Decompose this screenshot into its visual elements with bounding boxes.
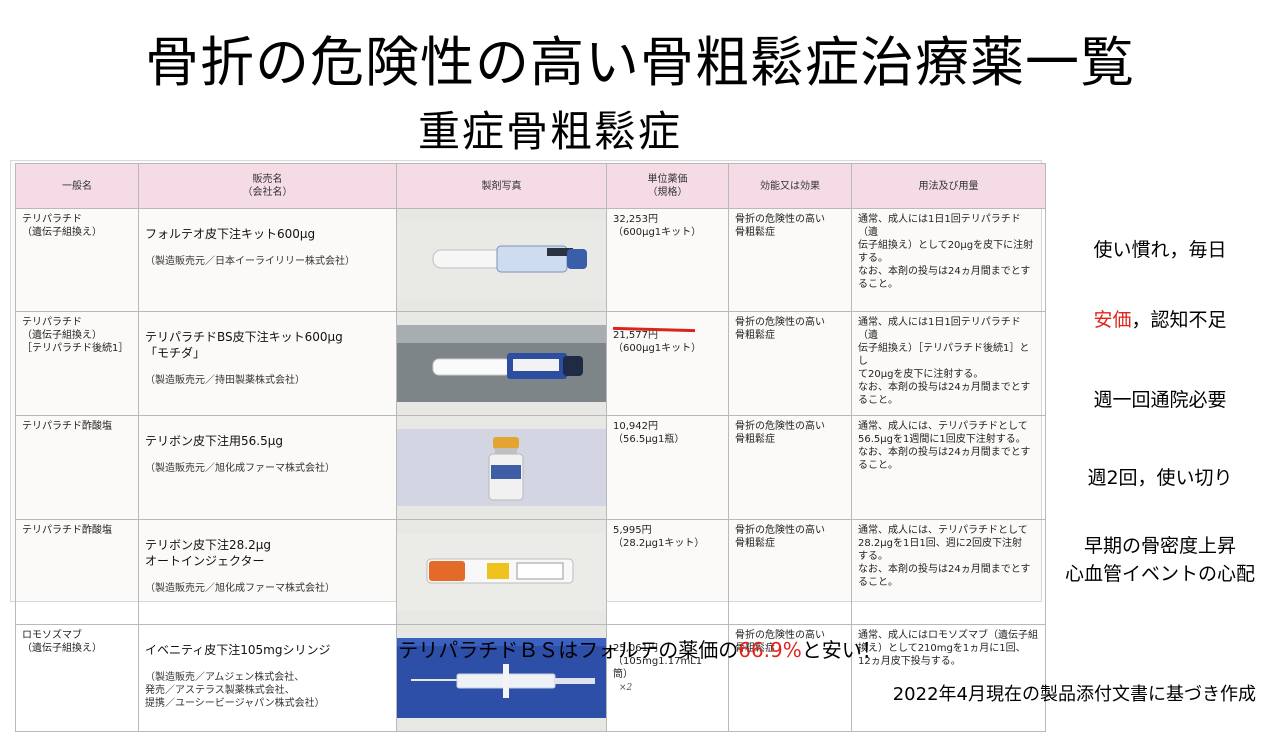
handwritten-note: ×2 bbox=[619, 683, 633, 693]
price-cell: 25,061円 （105mg1.17mL1筒） ×2 bbox=[606, 624, 729, 732]
maker-name: （製造販売元／旭化成ファーマ株式会社） bbox=[145, 583, 335, 594]
bottom-note-prefix: テリパラチドＢＳはフォルテの薬価の bbox=[398, 638, 739, 662]
price-comparison-note: テリパラチドＢＳはフォルテの薬価の66.9%と安い！ bbox=[0, 636, 1280, 664]
maker-name: （製造販売元／旭化成ファーマ株式会社） bbox=[145, 463, 335, 474]
maker-name: （製造販売元／持田製薬株式会社） bbox=[145, 375, 305, 386]
note-text: ，認知不足 bbox=[1131, 309, 1227, 331]
generic-name-cell: テリパラチド （遺伝子組換え） ［テリパラチド後続1］ bbox=[15, 311, 139, 416]
indication-cell: 骨折の危険性の高い 骨粗鬆症 bbox=[728, 415, 852, 520]
price-cell: 21,577円 （600μg1キット） bbox=[606, 311, 729, 416]
maker-name: （製造販売／アムジェン株式会社、 発売／アステラス製薬株式会社、 提携／ユーシー… bbox=[145, 672, 325, 709]
note-teriparatide-bs: 安価，認知不足 bbox=[1046, 306, 1274, 334]
page-subtitle: 重症骨粗鬆症 bbox=[418, 107, 683, 156]
brand-name: テリボン皮下注28.2μg オートインジェクター bbox=[145, 538, 271, 568]
header-indication: 効能又は効果 bbox=[728, 163, 852, 209]
note-teribone-weekly: 週一回通院必要 bbox=[1093, 389, 1227, 411]
brand-name: フォルテオ皮下注キット600μg bbox=[145, 227, 316, 241]
table-row: テリパラチド酢酸塩 テリボン皮下注用56.5μg （製造販売元／旭化成ファーマ株… bbox=[15, 415, 1046, 520]
product-photo-cell bbox=[396, 415, 607, 520]
note-forteo: 使い慣れ，毎日 bbox=[1093, 239, 1227, 261]
note-teribone-auto: 週2回，使い切り bbox=[1087, 467, 1233, 489]
brand-name: イベニティ皮下注105mgシリンジ bbox=[145, 643, 331, 657]
product-photo-cell bbox=[396, 208, 607, 312]
brand-cell: テリボン皮下注用56.5μg （製造販売元／旭化成ファーマ株式会社） bbox=[138, 415, 397, 520]
source-footnote: 2022年4月現在の製品添付文書に基づき作成 bbox=[892, 684, 1256, 705]
dosage-cell: 通常、成人には1日1回テリパラチド（遺 伝子組換え）として20μgを皮下に注射 … bbox=[851, 208, 1046, 312]
product-photo-cell bbox=[396, 624, 607, 732]
syringe-image bbox=[397, 638, 606, 718]
brand-name: テリパラチドBS皮下注キット600μg 「モチダ」 bbox=[145, 330, 343, 360]
table-row: ロモソズマブ （遺伝子組換え） イベニティ皮下注105mgシリンジ （製造販売／… bbox=[15, 624, 1046, 732]
header-price: 単位薬価 （規格） bbox=[606, 163, 729, 209]
indication-cell: 骨折の危険性の高い 骨粗鬆症 bbox=[728, 311, 852, 416]
bottom-note-highlight: 66.9% bbox=[738, 638, 802, 662]
brand-cell: フォルテオ皮下注キット600μg （製造販売元／日本イーライリリー株式会社） bbox=[138, 208, 397, 312]
price-text: 21,577円 （600μg1キット） bbox=[613, 330, 702, 354]
brand-cell: テリボン皮下注28.2μg オートインジェクター （製造販売元／旭化成ファーマ株… bbox=[138, 519, 397, 625]
price-cell: 5,995円 （28.2μg1キット） bbox=[606, 519, 729, 625]
note-evenity: 早期の骨密度上昇 心血管イベントの心配 bbox=[1064, 535, 1255, 585]
price-cell: 32,253円 （600μg1キット） bbox=[606, 208, 729, 312]
product-photo-cell bbox=[396, 519, 607, 625]
generic-name-cell: テリパラチド酢酸塩 bbox=[15, 519, 139, 625]
header-dosage: 用法及び用量 bbox=[851, 163, 1046, 209]
autoinjector-image bbox=[397, 533, 606, 611]
page-title: 骨折の危険性の高い骨粗鬆症治療薬一覧 bbox=[145, 31, 1135, 94]
table-row: テリパラチド （遺伝子組換え） フォルテオ皮下注キット600μg （製造販売元／… bbox=[15, 208, 1046, 312]
bottom-note-suffix: と安い！ bbox=[801, 638, 882, 662]
generic-name-cell: テリパラチド （遺伝子組換え） bbox=[15, 208, 139, 312]
indication-cell: 骨折の危険性の高い 骨粗鬆症 bbox=[728, 519, 852, 625]
generic-name-cell: テリパラチド酢酸塩 bbox=[15, 415, 139, 520]
table-row: テリパラチド （遺伝子組換え） ［テリパラチド後続1］ テリパラチドBS皮下注キ… bbox=[15, 311, 1046, 416]
brand-cell: テリパラチドBS皮下注キット600μg 「モチダ」 （製造販売元／持田製薬株式会… bbox=[138, 311, 397, 416]
table-row: テリパラチド酢酸塩 テリボン皮下注28.2μg オートインジェクター （製造販売… bbox=[15, 519, 1046, 625]
dosage-cell: 通常、成人には1日1回テリパラチド（遺 伝子組換え）［テリパラチド後続1］とし … bbox=[851, 311, 1046, 416]
maker-name: （製造販売元／日本イーライリリー株式会社） bbox=[145, 256, 355, 267]
pen-injector-image bbox=[397, 325, 606, 402]
header-photo: 製剤写真 bbox=[396, 163, 607, 209]
dosage-cell: 通常、成人には、テリパラチドとして 28.2μgを1日1回、週に2回皮下注射 す… bbox=[851, 519, 1046, 625]
brand-cell: イベニティ皮下注105mgシリンジ （製造販売／アムジェン株式会社、 発売／アス… bbox=[138, 624, 397, 732]
note-highlight: 安価 bbox=[1093, 309, 1132, 331]
price-cell: 10,942円 （56.5μg1瓶） bbox=[606, 415, 729, 520]
scanned-drug-table: 一般名 販売名 （会社名） 製剤写真 単位薬価 （規格） 効能又は効果 用法及び… bbox=[10, 160, 1046, 732]
indication-cell: 骨折の危険性の高い 骨粗鬆症 bbox=[728, 208, 852, 312]
price-text: 25,061円 （105mg1.17mL1筒） bbox=[613, 643, 703, 680]
dosage-cell: 通常、成人には、テリパラチドとして 56.5μgを1週間に1回皮下注射する。 な… bbox=[851, 415, 1046, 520]
header-generic: 一般名 bbox=[15, 163, 139, 209]
vial-image bbox=[397, 429, 606, 506]
pen-injector-image bbox=[397, 222, 606, 298]
brand-name: テリボン皮下注用56.5μg bbox=[145, 434, 283, 448]
header-brand: 販売名 （会社名） bbox=[138, 163, 397, 209]
drug-table: 一般名 販売名 （会社名） 製剤写真 単位薬価 （規格） 効能又は効果 用法及び… bbox=[15, 163, 1046, 732]
table-header-row: 一般名 販売名 （会社名） 製剤写真 単位薬価 （規格） 効能又は効果 用法及び… bbox=[15, 163, 1046, 209]
product-photo-cell bbox=[396, 311, 607, 416]
generic-name-cell: ロモソズマブ （遺伝子組換え） bbox=[15, 624, 139, 732]
